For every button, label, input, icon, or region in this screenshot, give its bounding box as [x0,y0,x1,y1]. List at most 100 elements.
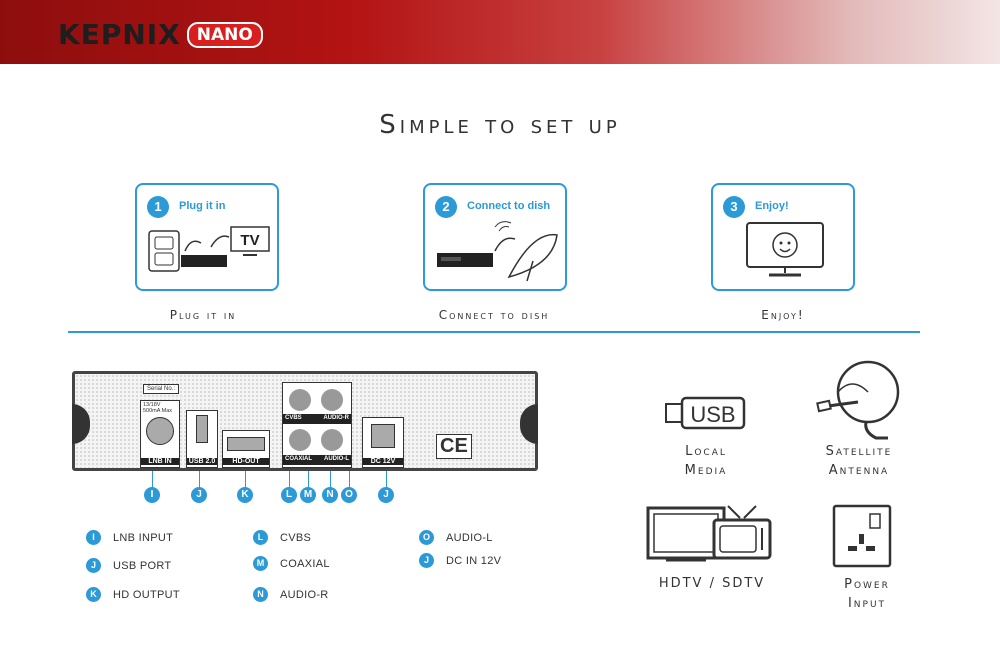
legend-item: M COAXIAL [253,556,330,571]
legend-item: L CVBS [253,530,311,545]
feature-line2: Antenna [828,463,890,478]
legend-marker: J [86,558,101,573]
legend-label: HD OUTPUT [113,588,180,601]
tv-icon [646,505,772,562]
usb-icon: USB [665,396,746,430]
audio-l-label: AUDIO-L [324,456,349,462]
plug-in-illustration-icon: TV [148,226,270,272]
hd-port-label: HD-OUT [223,458,269,465]
hd-port: HD-OUT [222,430,270,468]
tv-screen-text: TV [240,232,259,249]
leader-line [386,471,387,488]
feature-satellite-antenna: Satellite Antenna [789,442,929,480]
legend-marker: O [419,530,434,545]
legend-label: AUDIO-R [280,588,329,601]
step-title: Plug it in [179,200,226,212]
legend-label: USB PORT [113,559,172,572]
legend-marker: I [86,530,101,545]
panel-notch-left [72,404,90,444]
feature-hdtv-sdtv: HDTV / SDTV [642,574,782,593]
marker-o: O [341,487,357,503]
marker-l: L [281,487,297,503]
lnb-connector [146,417,174,445]
section-divider [68,331,920,333]
header-banner: KEPNIX NANO [0,0,1000,64]
legend-label: COAXIAL [280,557,330,570]
step-card-connect-dish: 2 Connect to dish [423,183,567,291]
feature-line1: Local [685,444,727,459]
brand-badge: NANO [186,21,263,48]
legend-label: DC IN 12V [446,554,502,567]
av-label-strip: COAXIAL AUDIO-L [283,455,351,465]
feature-line2: Input [847,596,887,611]
legend-item: O AUDIO-L [419,530,493,545]
tv-smiley-icon [746,222,824,277]
legend-marker: N [253,587,268,602]
connect-dish-illustration-icon [437,221,558,282]
step-card-enjoy: 3 Enjoy! [711,183,855,291]
marker-j-dc: J [378,487,394,503]
legend-marker: J [419,553,434,568]
marker-m: M [300,487,316,503]
marker-i: I [144,487,160,503]
cvbs-label: CVBS [285,415,302,421]
coaxial-label: COAXIAL [285,456,312,462]
page-title: Simple to set up [379,110,621,140]
hd-connector [227,437,265,451]
legend-item: N AUDIO-R [253,587,329,602]
feature-line1: Power [844,577,890,592]
marker-k: K [237,487,253,503]
receiver-back-panel: 13/18V 500mA Max LNB IN Serial No.: USB … [72,371,538,471]
step-number: 2 [435,196,457,218]
leader-line [308,471,309,488]
legend-item: J DC IN 12V [419,553,501,568]
brand-name: KEPNIX [58,18,181,51]
legend-item: J USB PORT [86,558,171,573]
step-title: Enjoy! [755,200,789,212]
av-jack [289,429,311,451]
serial-label: Serial No.: [143,384,180,394]
av-label-strip: CVBS AUDIO-R [283,414,351,424]
usb-port: USB 2.0 [186,410,218,468]
legend-item: K HD OUTPUT [86,587,180,602]
legend-marker: M [253,556,268,571]
legend-marker: L [253,530,268,545]
dc-port: DC 12V [362,417,404,468]
leader-line [349,471,350,488]
feature-local-media: Local Media [636,442,776,480]
satellite-dish-icon [816,360,900,440]
leader-line [245,471,246,488]
feature-line1: HDTV / SDTV [658,576,766,591]
step-card-plug-in: 1 Plug it in TV [135,183,279,291]
brand-logo: KEPNIX NANO [58,18,263,51]
step-caption-2: Connect to dish [438,308,550,322]
lnb-port: 13/18V 500mA Max LNB IN [140,400,180,468]
lnb-spec: 13/18V 500mA Max [143,402,173,414]
ce-mark: CE [436,434,472,459]
marker-j: J [191,487,207,503]
av-jack [321,389,343,411]
usb-connector [196,415,208,443]
legend-item: I LNB INPUT [86,530,173,545]
feature-line2: Media [684,463,728,478]
step-number: 3 [723,196,745,218]
marker-n: N [322,487,338,503]
step-title: Connect to dish [467,200,551,212]
leader-line [289,471,290,488]
step-caption-1: Plug it in [169,308,237,322]
legend-label: CVBS [280,531,312,544]
leader-line [152,471,153,488]
av-ports: CVBS AUDIO-R COAXIAL AUDIO-L [282,382,352,468]
lnb-port-label: LNB IN [141,458,179,465]
dc-connector [371,424,395,448]
legend-label: AUDIO-L [446,531,493,544]
legend-label: LNB INPUT [113,531,174,544]
usb-port-label: USB 2.0 [187,458,217,465]
audio-r-label: AUDIO-R [323,415,349,421]
av-jack [321,429,343,451]
leader-line [330,471,331,488]
feature-line1: Satellite [825,444,893,459]
usb-icon-text: USB [690,402,735,427]
power-outlet-icon [832,504,892,568]
dc-port-label: DC 12V [363,458,403,465]
